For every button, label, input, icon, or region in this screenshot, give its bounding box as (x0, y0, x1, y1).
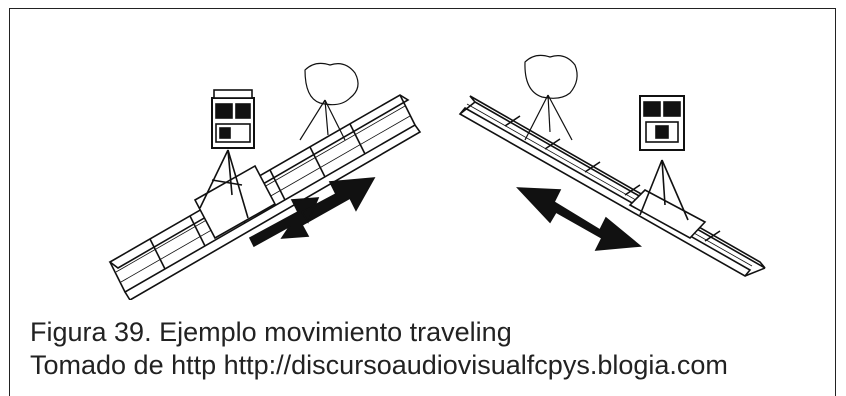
left-dolly-illustration (108, 62, 422, 300)
traveling-illustration (108, 54, 766, 300)
caption-title: Figura 39. Ejemplo movimiento traveling (30, 317, 512, 347)
right-double-arrow-icon (516, 187, 643, 251)
left-ghost-camera-icon (299, 62, 359, 141)
right-dolly-platform-icon (628, 189, 707, 240)
caption-source: Tomado de http http://discursoaudiovisua… (30, 350, 728, 380)
right-camera-icon (639, 95, 685, 151)
figure-frame (9, 8, 836, 396)
right-tripod-icon (639, 159, 689, 221)
right-ghost-camera-icon (524, 54, 578, 141)
left-dolly-platform-icon (193, 164, 277, 240)
left-tripod-icon (199, 149, 249, 219)
figure-caption: Figura 39. Ejemplo movimiento traveling … (30, 316, 728, 382)
left-double-arrow-icon (248, 177, 376, 248)
right-dolly-illustration (458, 54, 766, 278)
left-camera-icon (211, 89, 255, 149)
